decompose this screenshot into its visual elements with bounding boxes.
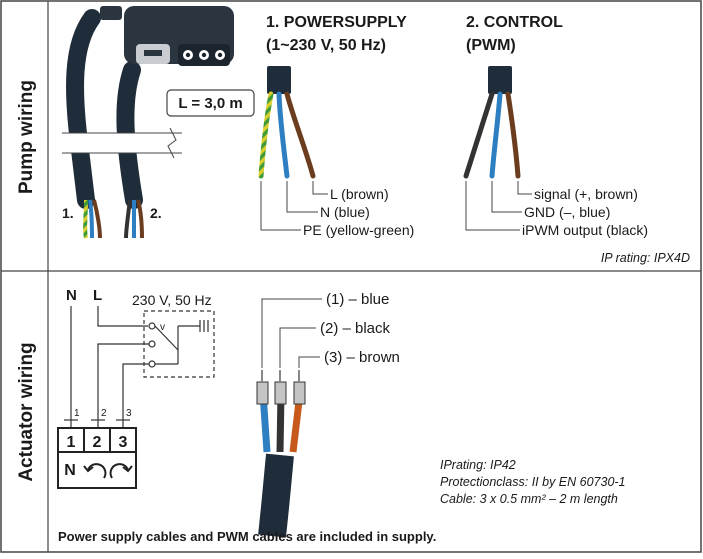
switch-v-mark: v (160, 322, 165, 333)
control-leader-lines (465, 181, 532, 231)
cable-1-label: 1. (62, 205, 74, 221)
terminal-2-wire-number: 2 (101, 408, 107, 419)
terminal-3: 3 (119, 434, 128, 451)
actuator-cable-spec: Cable: 3 x 0.5 mm² – 2 m length (440, 492, 618, 506)
actuator-schematic (64, 306, 215, 428)
actuator-wiring-label: Actuator wiring (16, 342, 37, 481)
control-mode: (PWM) (466, 37, 516, 54)
actuator-cable-illustration (256, 370, 306, 538)
wire-L-label: L (brown) (330, 186, 389, 202)
terminal-1-wire-number: 1 (74, 408, 80, 419)
terminal-1: 1 (67, 434, 76, 451)
powersupply-leader-lines (260, 181, 328, 231)
supply-label: 230 V, 50 Hz (132, 292, 212, 308)
actuator-leader-lines (261, 298, 322, 368)
actuator-ip-rating: IPrating: IP42 (440, 458, 516, 472)
control-wire-bundle (463, 66, 521, 179)
pump-cable-illustration: 1. 2. (62, 6, 234, 239)
powersupply-title: 1. POWERSUPPLY (266, 14, 407, 31)
wire-gnd-label: GND (–, blue) (524, 204, 610, 220)
control-title: 2. CONTROL (466, 14, 563, 31)
powersupply-voltage: (1~230 V, 50 Hz) (266, 37, 386, 54)
actuator-wire-3-label: (3) – brown (324, 349, 400, 366)
powersupply-wire-bundle (258, 66, 316, 179)
rotation-icons (83, 463, 133, 479)
wire-PE-label: PE (yellow-green) (303, 222, 414, 238)
terminal-3-wire-number: 3 (126, 408, 132, 419)
terminal-block (57, 427, 137, 489)
actuator-wire-2-label: (2) – black (320, 320, 391, 337)
cable-length-label: L = 3,0 m (178, 95, 242, 112)
actuator-wire-1-label: (1) – blue (326, 291, 389, 308)
pump-wiring-label: Pump wiring (16, 80, 37, 194)
line-L-label: L (93, 287, 102, 304)
wire-N-label: N (blue) (320, 204, 370, 220)
included-supply-note: Power supply cables and PWM cables are i… (58, 529, 436, 544)
terminal-2: 2 (93, 434, 102, 451)
actuator-protection-class: Protectionclass: II by EN 60730-1 (440, 475, 626, 489)
cable-2-label: 2. (150, 205, 162, 221)
wire-ipwm-label: iPWM output (black) (522, 222, 648, 238)
terminal-N: N (64, 462, 76, 479)
wire-signal-label: signal (+, brown) (534, 186, 638, 202)
line-N-label: N (66, 287, 77, 304)
pump-ip-rating: IP rating: IPX4D (601, 251, 690, 265)
cable-length-box (166, 89, 255, 117)
